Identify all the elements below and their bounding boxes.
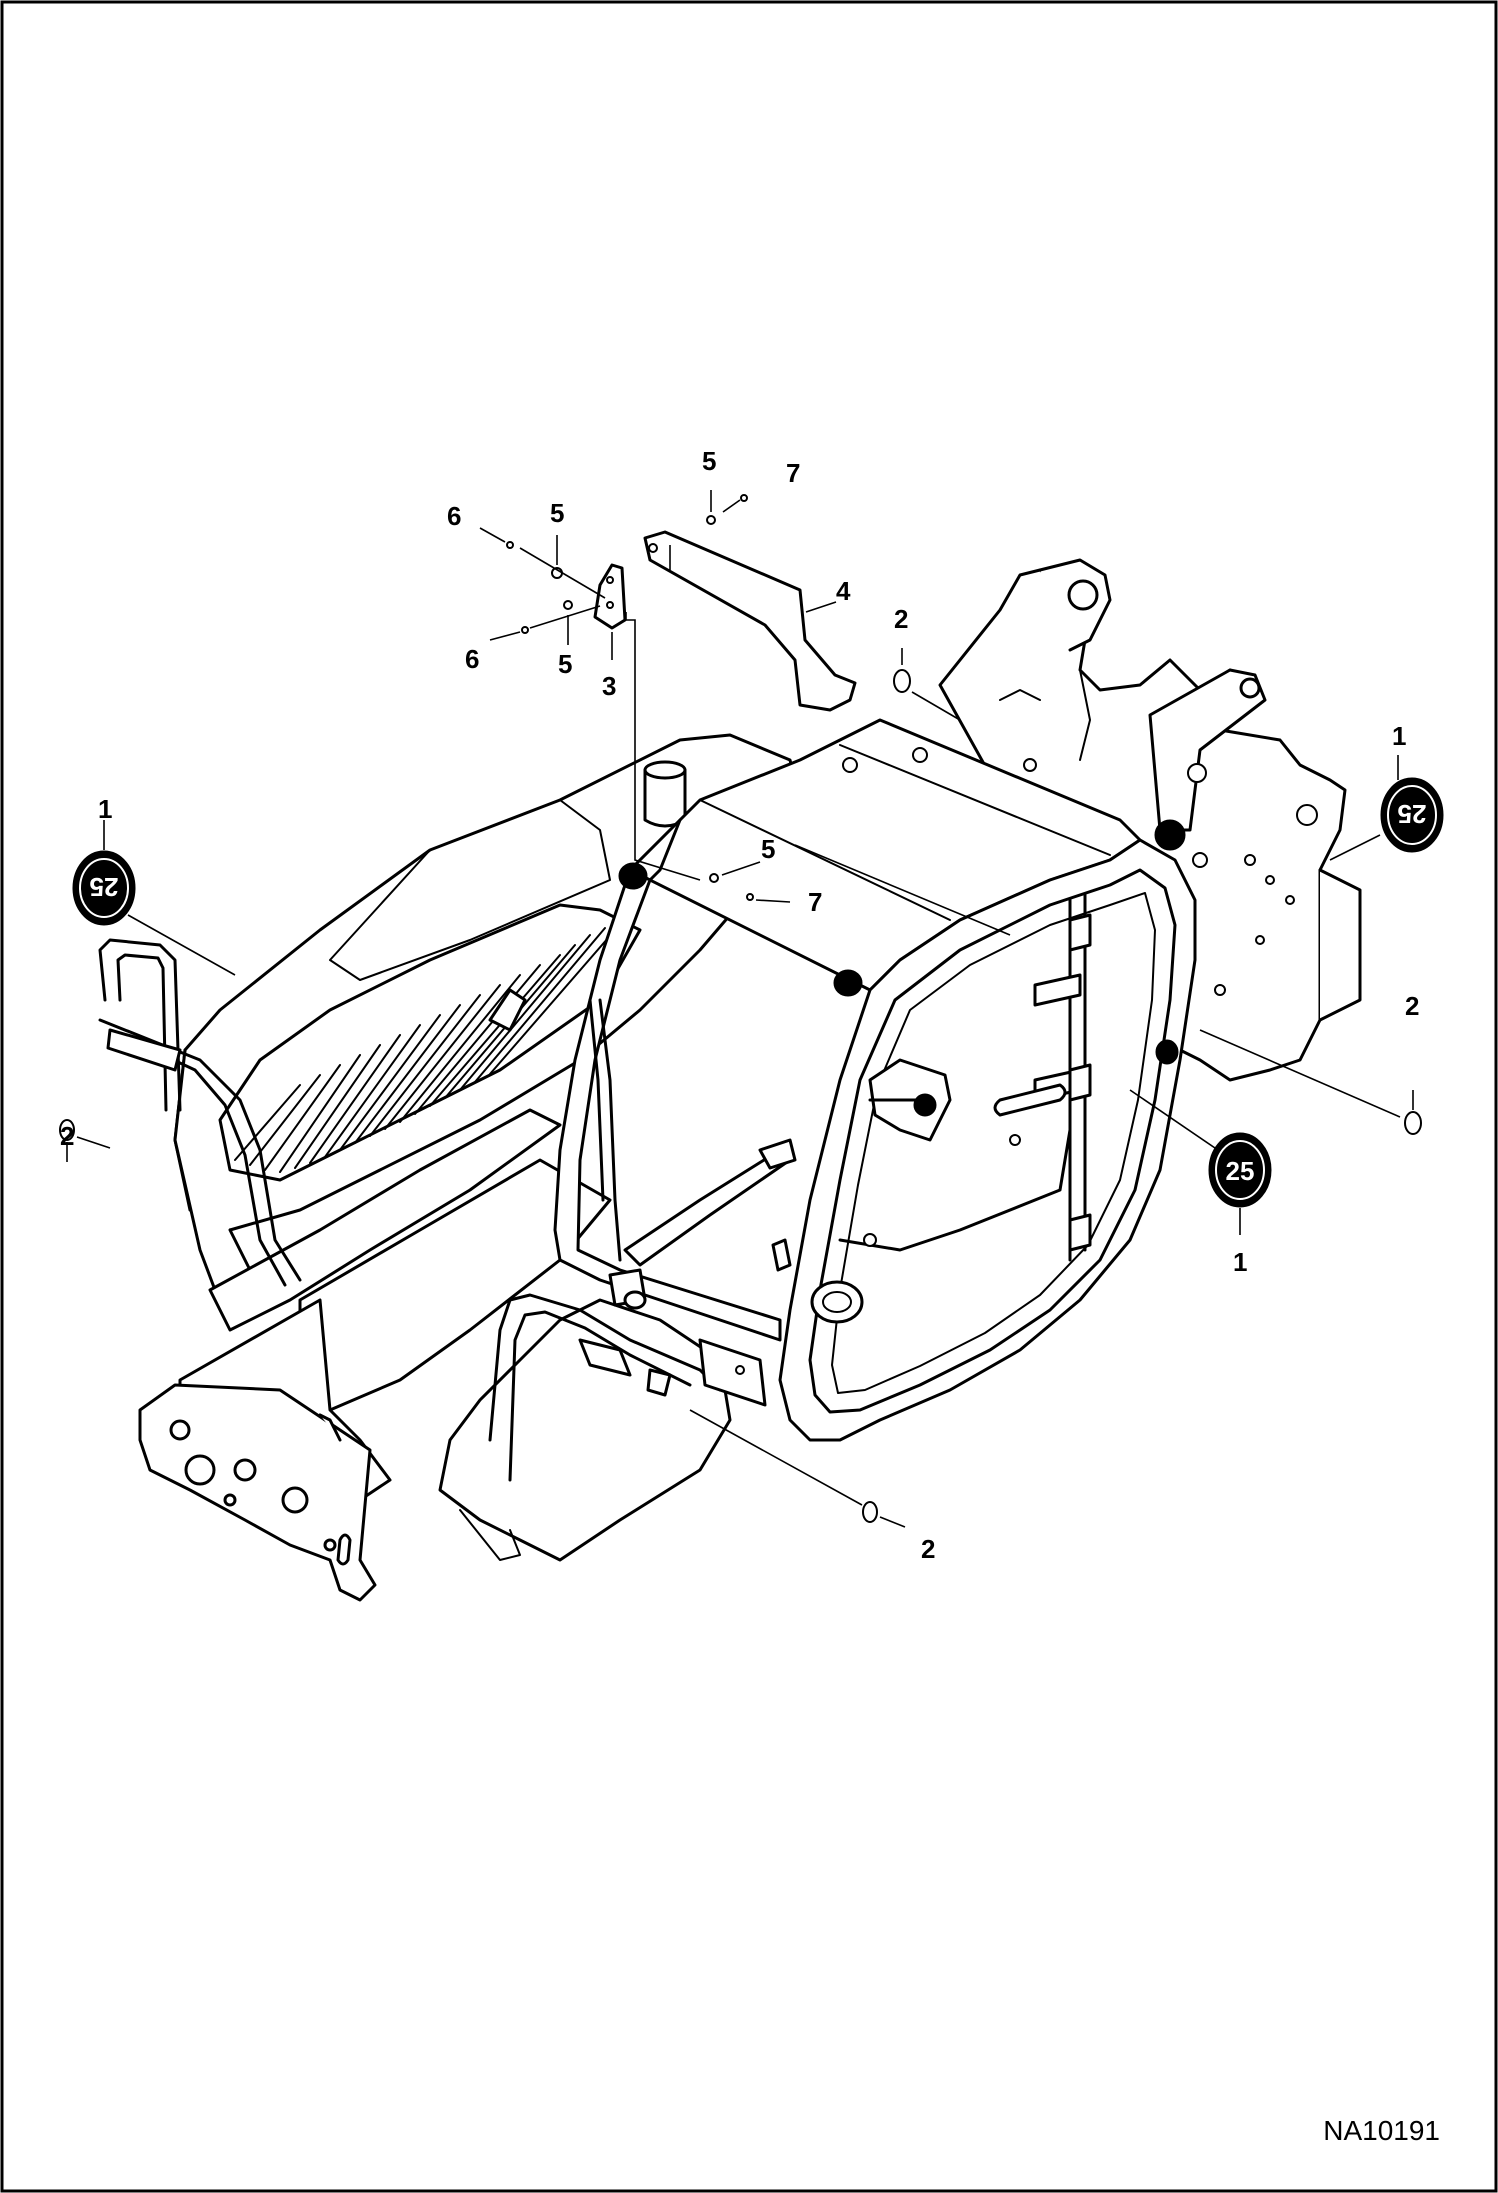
callout-5: 5 <box>550 498 564 528</box>
decal-1-right: 25 <box>1380 777 1444 853</box>
leader-lines <box>66 490 1414 1528</box>
callout-1: 1 <box>1392 721 1406 751</box>
decal-text: 25 <box>1226 1156 1255 1186</box>
washer-5-top <box>706 515 716 525</box>
nut-6-lower <box>521 626 529 634</box>
nut-7-top <box>740 494 748 502</box>
exploded-parts: 25 25 25 <box>59 494 1444 1523</box>
callout-2: 2 <box>1405 991 1419 1021</box>
callout-5: 5 <box>702 446 716 476</box>
hand-rails <box>98 938 722 1482</box>
lower-frame <box>138 1108 732 1602</box>
grommet-2-right <box>1404 1111 1422 1135</box>
callout-4: 4 <box>836 576 851 606</box>
callout-2: 2 <box>921 1534 935 1564</box>
callout-1: 1 <box>1233 1247 1247 1277</box>
washer-5-lower <box>563 600 573 610</box>
callout-1: 1 <box>98 794 112 824</box>
callout-6: 6 <box>465 644 479 674</box>
drawing-number: NA10191 <box>1323 2115 1440 2146</box>
callout-3: 3 <box>602 671 616 701</box>
callout-6: 6 <box>447 501 461 531</box>
callout-5: 5 <box>761 834 775 864</box>
callout-2: 2 <box>60 1121 74 1151</box>
part-3-bracket <box>593 563 627 630</box>
machine-illustration <box>98 558 1362 1602</box>
grommet-2-left <box>59 1119 75 1141</box>
grommet-2-bottom <box>862 1501 878 1523</box>
part-4-bracket <box>643 530 857 712</box>
grommet-2-top <box>893 669 911 693</box>
callout-7: 7 <box>808 887 822 917</box>
decal-text: 25 <box>1398 799 1427 829</box>
nut-7-mid <box>746 893 754 901</box>
decal-1-left: 25 <box>72 850 136 926</box>
decal-1-bottom: 25 <box>1208 1132 1272 1208</box>
callout-7: 7 <box>786 458 800 488</box>
callouts: 5 7 6 5 4 2 6 5 3 1 1 5 7 2 2 1 2 <box>60 446 1419 1564</box>
nut-6-upper <box>506 541 514 549</box>
callout-5: 5 <box>558 649 572 679</box>
decal-text: 25 <box>90 872 119 902</box>
boom-mount-assembly <box>938 558 1362 1082</box>
operator-cab <box>553 718 1197 1442</box>
callout-2: 2 <box>894 604 908 634</box>
washer-5-mid <box>709 873 719 883</box>
